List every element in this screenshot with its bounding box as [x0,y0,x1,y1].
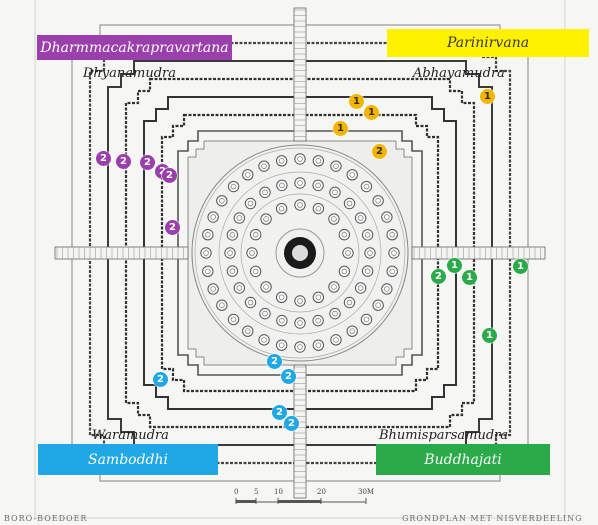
marker-purple: 2 [140,155,155,170]
box-samboddhi: Samboddhi [38,444,218,475]
scale-tick-label: 20 [317,488,326,496]
label-bhumisparsamudra: Bhumisparsamudra [379,428,509,443]
marker-gold: 1 [333,121,348,136]
marker-blue: 2 [284,416,299,431]
marker-green: 1 [447,258,462,273]
footer-right-caption: GRONDPLAN MET NISVERDEELING [402,514,583,523]
label-dhyanamudra: Dhyanamudra [83,66,176,81]
scale-tick-label: 5 [254,488,259,496]
marker-green: 1 [462,270,477,285]
scale-tick-label: 30M [358,488,375,496]
marker-gold: 1 [349,94,364,109]
marker-blue: 2 [281,369,296,384]
box-buddhajati: Buddhajati [376,444,550,475]
marker-gold: 1 [364,105,379,120]
marker-purple: 2 [96,151,111,166]
scale-tick-label: 0 [234,488,239,496]
marker-gold: 2 [372,144,387,159]
marker-purple: 2 [116,154,131,169]
marker-green: 1 [482,328,497,343]
scale-tick-label: 10 [274,488,283,496]
marker-blue: 2 [153,372,168,387]
footer-left-caption: BORO-BOEDOER [4,514,88,523]
box-dharmmacakrapravartana: Dharmmacakrapravartana [37,35,232,60]
marker-purple: 2 [165,220,180,235]
stairways [34,0,566,519]
stupa-rings [191,144,409,362]
marker-green: 1 [513,259,528,274]
box-parinirvana: Parinirvana [387,29,589,57]
marker-blue: 2 [272,405,287,420]
marker-blue: 2 [267,354,282,369]
marker-green: 2 [431,269,446,284]
label-abhayamudra: Abhayamudra [413,66,505,81]
marker-purple: 2 [162,168,177,183]
scale-bar-graphic [235,498,367,504]
scale-bar: 0 5 10 20 30M [226,488,386,512]
marker-gold: 1 [480,89,495,104]
label-waramudra: Waramudra [92,428,169,443]
